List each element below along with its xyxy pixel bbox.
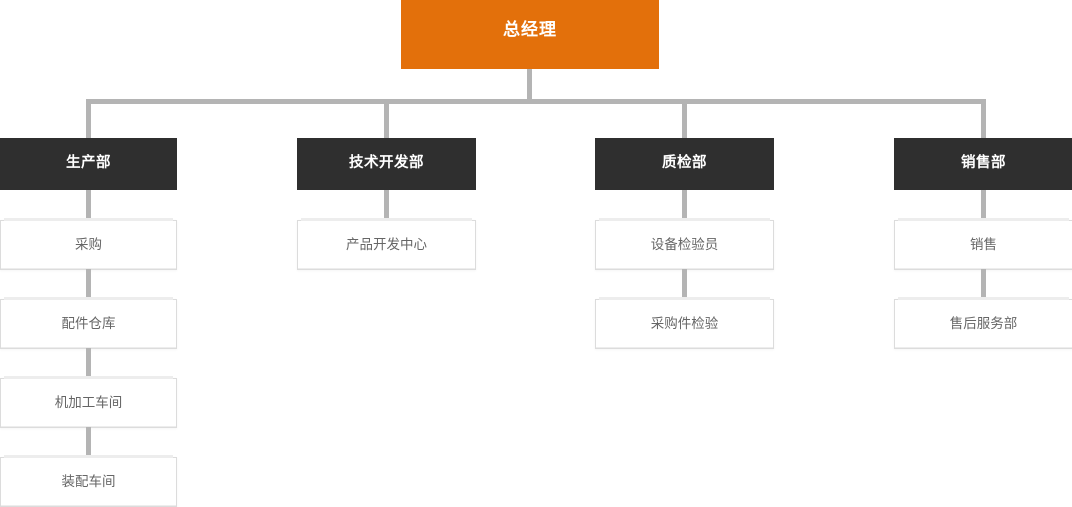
node-sub-purchased-parts-inspection[interactable]: 采购件检验 xyxy=(595,297,774,349)
node-general-manager[interactable]: 总经理 xyxy=(401,0,659,69)
node-sub-product-development-center[interactable]: 产品开发中心 xyxy=(297,218,476,270)
connector-drop-production xyxy=(86,99,91,139)
connector-drop-sales xyxy=(981,99,986,139)
node-department-quality-label: 质检部 xyxy=(662,155,707,172)
node-department-production[interactable]: 生产部 xyxy=(0,138,177,190)
node-sub-procurement[interactable]: 采购 xyxy=(0,218,177,270)
node-sub-after-sales-service[interactable]: 售后服务部 xyxy=(894,297,1072,349)
node-department-production-label: 生产部 xyxy=(66,155,111,172)
node-sub-sales[interactable]: 销售 xyxy=(894,218,1072,270)
node-department-technical-label: 技术开发部 xyxy=(349,155,424,172)
connector-sales-to-1 xyxy=(981,190,986,221)
node-sub-after-sales-service-label: 售后服务部 xyxy=(949,315,1018,332)
node-sub-sales-label: 销售 xyxy=(970,236,997,253)
node-sub-parts-warehouse[interactable]: 配件仓库 xyxy=(0,297,177,349)
node-department-sales[interactable]: 销售部 xyxy=(894,138,1072,190)
node-sub-procurement-label: 采购 xyxy=(75,236,102,253)
connector-production-2-to-3 xyxy=(86,348,91,379)
connector-drop-technical xyxy=(384,99,389,139)
node-sub-machining-workshop[interactable]: 机加工车间 xyxy=(0,376,177,428)
connector-production-3-to-4 xyxy=(86,427,91,458)
node-sub-product-development-center-label: 产品开发中心 xyxy=(346,236,427,253)
node-sub-machining-workshop-label: 机加工车间 xyxy=(54,394,123,411)
node-sub-parts-warehouse-label: 配件仓库 xyxy=(61,315,116,332)
connector-department-bus xyxy=(86,99,986,104)
node-department-technical[interactable]: 技术开发部 xyxy=(297,138,476,190)
node-general-manager-label: 总经理 xyxy=(503,20,557,41)
connector-sales-1-to-2 xyxy=(981,269,986,300)
connector-quality-to-1 xyxy=(682,190,687,221)
node-department-quality[interactable]: 质检部 xyxy=(595,138,774,190)
node-sub-equipment-inspector-label: 设备检验员 xyxy=(650,236,719,253)
connector-quality-1-to-2 xyxy=(682,269,687,300)
connector-technical-to-1 xyxy=(384,190,389,221)
node-department-sales-label: 销售部 xyxy=(961,155,1006,172)
node-sub-equipment-inspector[interactable]: 设备检验员 xyxy=(595,218,774,270)
node-sub-assembly-workshop[interactable]: 装配车间 xyxy=(0,455,177,507)
connector-production-1-to-2 xyxy=(86,269,91,300)
connector-root-stem xyxy=(527,69,532,102)
connector-drop-quality xyxy=(682,99,687,139)
connector-production-to-1 xyxy=(86,190,91,221)
node-sub-purchased-parts-inspection-label: 采购件检验 xyxy=(650,315,719,332)
node-sub-assembly-workshop-label: 装配车间 xyxy=(61,473,116,490)
